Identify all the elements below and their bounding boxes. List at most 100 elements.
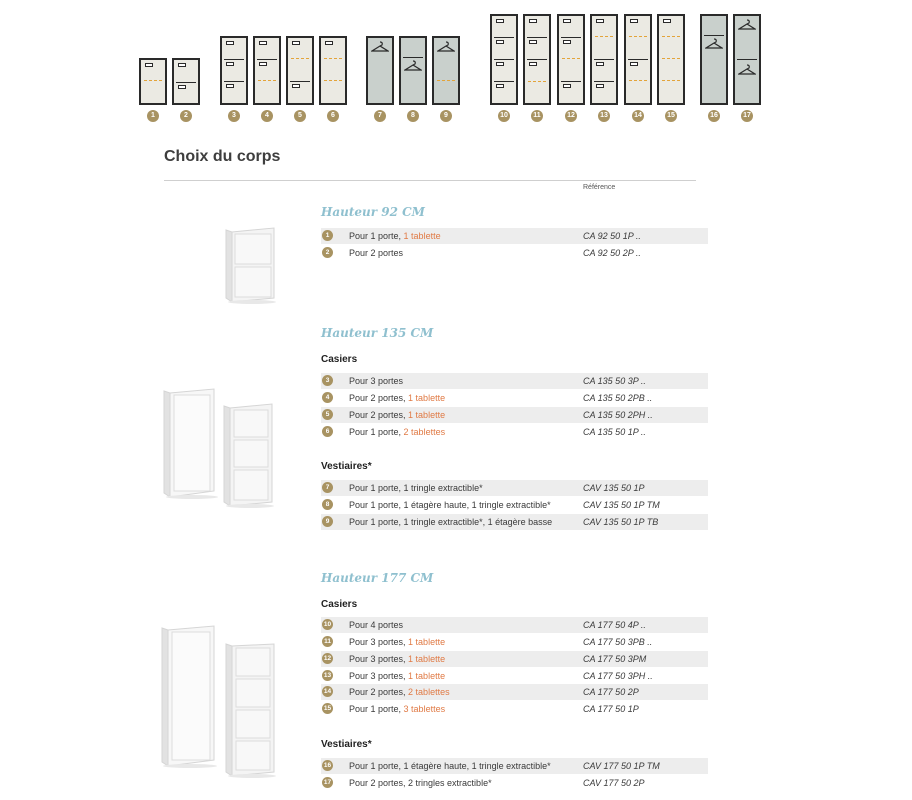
section-title-177: Hauteur 177 CM <box>321 571 434 585</box>
product-row: 3 Pour 3 portes CA 135 50 3P .. <box>321 373 708 389</box>
row-number-badge: 8 <box>322 499 333 510</box>
cabinet-photo-177-shelves <box>225 643 276 778</box>
row-description: Pour 3 portes <box>349 376 404 386</box>
group-heading-vestiaires: Vestiaires* <box>321 739 372 750</box>
cabinet-photo-177-casier <box>161 625 217 768</box>
cabinet-diagram-2 <box>172 58 200 105</box>
cabinet-diagram-5 <box>286 36 314 105</box>
product-row: 6 Pour 1 porte, 2 tablettes CA 135 50 1P… <box>321 424 708 440</box>
row-description: Pour 4 portes <box>349 620 404 630</box>
cabinet-diagram-9 <box>432 36 460 105</box>
group-heading-casiers: Casiers <box>321 354 358 365</box>
row-number-badge: 5 <box>322 409 333 420</box>
section-title-135: Hauteur 135 CM <box>321 326 434 340</box>
row-number-badge: 17 <box>322 777 333 788</box>
group-heading-casiers: Casiers <box>321 599 358 610</box>
row-description: Pour 2 portes, 1 tablette <box>349 393 446 403</box>
product-row: 8 Pour 1 porte, 1 étagère haute, 1 tring… <box>321 497 708 513</box>
product-row: 12 Pour 3 portes, 1 tablette CA 177 50 3… <box>321 651 708 667</box>
diagram-number-badge: 15 <box>665 110 677 122</box>
row-description: Pour 3 portes, 1 tablette <box>349 654 446 664</box>
product-row: 16 Pour 1 porte, 1 étagère haute, 1 trin… <box>321 758 708 774</box>
row-number-badge: 4 <box>322 392 333 403</box>
product-row: 4 Pour 2 portes, 1 tablette CA 135 50 2P… <box>321 390 708 406</box>
cabinet-diagram-12 <box>557 14 585 105</box>
page-title: Choix du corps <box>164 148 281 165</box>
diagram-number-badge: 3 <box>228 110 240 122</box>
diagram-number-badge: 12 <box>565 110 577 122</box>
cabinet-diagram-17 <box>733 14 761 105</box>
row-reference: CAV 135 50 1P <box>583 483 645 493</box>
row-description: Pour 2 portes, 1 tablette <box>349 410 446 420</box>
diagram-number-badge: 11 <box>531 110 543 122</box>
cabinet-diagram-14 <box>624 14 652 105</box>
row-description: Pour 3 portes, 1 tablette <box>349 671 446 681</box>
diagram-number-badge: 1 <box>147 110 159 122</box>
row-number-badge: 16 <box>322 760 333 771</box>
diagram-number-badge: 10 <box>498 110 510 122</box>
row-number-badge: 10 <box>322 619 333 630</box>
diagram-number-badge: 16 <box>708 110 720 122</box>
cabinet-diagram-16 <box>700 14 728 105</box>
cabinet-diagram-1 <box>139 58 167 105</box>
row-reference: CAV 135 50 1P TB <box>583 517 659 527</box>
diagram-number-badge: 13 <box>598 110 610 122</box>
product-row: 14 Pour 2 portes, 2 tablettes CA 177 50 … <box>321 684 708 700</box>
cabinet-diagram-4 <box>253 36 281 105</box>
diagram-number-badge: 7 <box>374 110 386 122</box>
cabinet-photo-135-shelves <box>223 403 274 508</box>
row-reference: CA 92 50 2P .. <box>583 248 641 258</box>
title-divider <box>164 180 696 181</box>
diagram-number-badge: 17 <box>741 110 753 122</box>
row-description: Pour 1 porte, 1 tringle extractible*, 1 … <box>349 517 553 527</box>
diagram-number-badge: 14 <box>632 110 644 122</box>
row-description: Pour 3 portes, 1 tablette <box>349 637 446 647</box>
product-row: 1 Pour 1 porte, 1 tablette CA 92 50 1P .… <box>321 228 708 244</box>
row-reference: CA 135 50 2PH .. <box>583 410 653 420</box>
diagram-number-badge: 4 <box>261 110 273 122</box>
row-description: Pour 1 porte, 2 tablettes <box>349 427 446 437</box>
diagram-number-badge: 5 <box>294 110 306 122</box>
product-row: 13 Pour 3 portes, 1 tablette CA 177 50 3… <box>321 668 708 684</box>
cabinet-diagram-8 <box>399 36 427 105</box>
row-reference: CA 135 50 1P .. <box>583 427 646 437</box>
row-number-badge: 9 <box>322 516 333 527</box>
group-heading-vestiaires: Vestiaires* <box>321 461 372 472</box>
row-reference: CAV 177 50 1P TM <box>583 761 660 771</box>
row-number-badge: 13 <box>322 670 333 681</box>
product-row: 9 Pour 1 porte, 1 tringle extractible*, … <box>321 514 708 530</box>
row-description: Pour 2 portes, 2 tablettes <box>349 687 450 697</box>
row-reference: CA 135 50 3P .. <box>583 376 646 386</box>
row-description: Pour 1 porte, 3 tablettes <box>349 704 446 714</box>
row-number-badge: 6 <box>322 426 333 437</box>
cabinet-photo-92 <box>225 227 276 304</box>
product-row: 7 Pour 1 porte, 1 tringle extractible* C… <box>321 480 708 496</box>
diagram-number-badge: 2 <box>180 110 192 122</box>
row-number-badge: 15 <box>322 703 333 714</box>
row-reference: CA 135 50 2PB .. <box>583 393 653 403</box>
cabinet-diagram-15 <box>657 14 685 105</box>
cabinet-diagram-6 <box>319 36 347 105</box>
row-reference: CAV 177 50 2P <box>583 778 645 788</box>
row-description: Pour 1 porte, 1 étagère haute, 1 tringle… <box>349 500 551 510</box>
row-description: Pour 1 porte, 1 étagère haute, 1 tringle… <box>349 761 551 771</box>
product-row: 2 Pour 2 portes CA 92 50 2P .. <box>321 245 708 261</box>
cabinet-diagram-strip: 1 2 3 4 5 6 7 8 9 10 11 12 13 14 15 16 1… <box>0 0 912 130</box>
row-number-badge: 2 <box>322 247 333 258</box>
row-reference: CA 177 50 2P <box>583 687 639 697</box>
row-description: Pour 1 porte, 1 tablette <box>349 231 441 241</box>
row-number-badge: 7 <box>322 482 333 493</box>
row-number-badge: 14 <box>322 686 333 697</box>
cabinet-diagram-11 <box>523 14 551 105</box>
row-description: Pour 2 portes, 2 tringles extractible* <box>349 778 492 788</box>
row-reference: CA 177 50 3PB .. <box>583 637 653 647</box>
cabinet-diagram-7 <box>366 36 394 105</box>
row-reference: CA 177 50 1P <box>583 704 639 714</box>
row-reference: CAV 135 50 1P TM <box>583 500 660 510</box>
diagram-number-badge: 9 <box>440 110 452 122</box>
row-description: Pour 2 portes <box>349 248 404 258</box>
cabinet-diagram-13 <box>590 14 618 105</box>
diagram-number-badge: 8 <box>407 110 419 122</box>
product-row: 15 Pour 1 porte, 3 tablettes CA 177 50 1… <box>321 701 708 717</box>
product-row: 10 Pour 4 portes CA 177 50 4P .. <box>321 617 708 633</box>
